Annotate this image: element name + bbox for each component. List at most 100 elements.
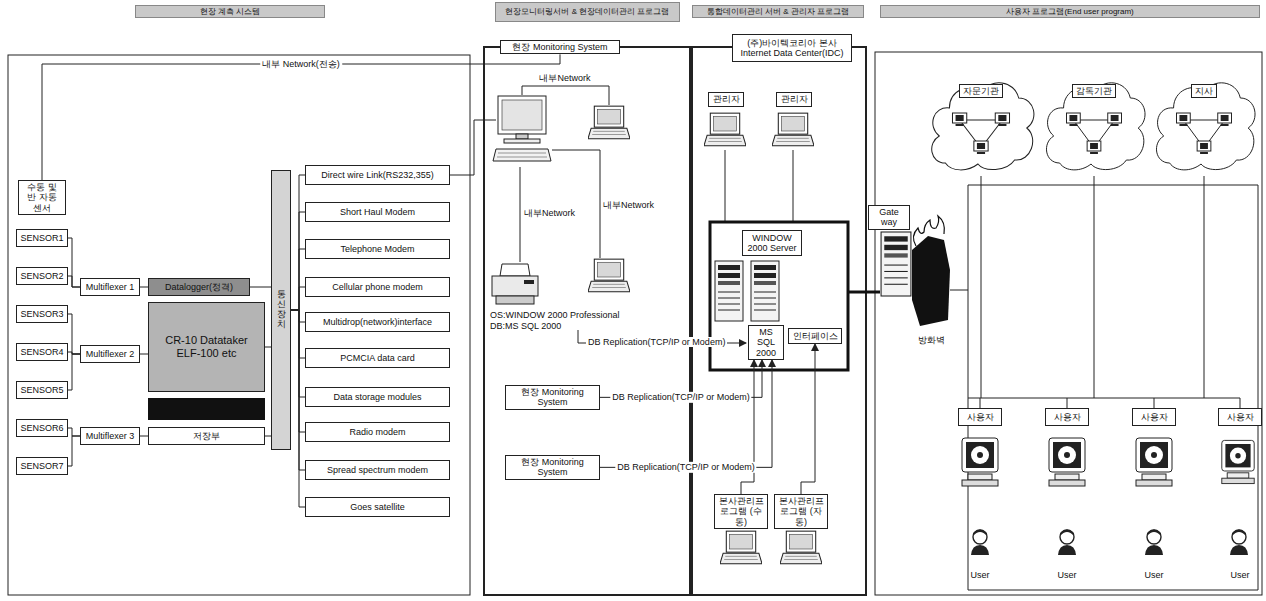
connector: [140, 287, 148, 288]
connector: [68, 276, 80, 287]
multiplexer-box: Multiflexer 2: [80, 345, 140, 363]
comm-box: Short Haul Modem: [305, 202, 450, 222]
node-text: Direct wire Link(RS232,355): [321, 170, 434, 180]
datalogger-box: CR-10 Datataker ELF-100 etc: [148, 302, 265, 392]
node-text: 통합데이터관리 서버 & 관리자 프로그램: [707, 7, 849, 16]
edge-label: DB Replication(TCP/IP or Modem): [615, 462, 756, 472]
node-text: 지사: [1191, 84, 1217, 98]
node-text: WINDOW 2000 Server: [746, 233, 798, 254]
node-text: 사용자: [1227, 412, 1254, 422]
admin-box: 관리자: [708, 92, 744, 107]
sensor-box: SENSOR3: [16, 305, 68, 323]
comm-box: Telephone Modem: [305, 239, 450, 259]
connector: [291, 249, 305, 310]
section-header: 현장 계측 시스템: [135, 5, 325, 18]
node-text: CR-10 Datataker ELF-100 etc: [152, 334, 261, 359]
node-text: 현장 Monitoring System: [509, 387, 596, 408]
text-label: 방화벽: [918, 335, 945, 345]
node-text: 수동 및 반 자동 센서: [22, 182, 62, 213]
text-label: User: [1144, 570, 1163, 580]
network-cloud: 자문기관: [925, 68, 1037, 176]
node-text: SENSOR3: [20, 309, 63, 319]
sensor-box: SENSOR6: [16, 419, 68, 437]
node-text: 본사관리프로그램 (수동): [718, 496, 764, 527]
text-label: User: [1230, 570, 1249, 580]
database-box: MS SQL 2000: [748, 325, 784, 360]
comm-band: 통신장치: [271, 170, 291, 450]
site-header: (주)바이텍코리아 본사 Internet Data Center(IDC): [732, 34, 852, 62]
node-text: Data storage modules: [333, 392, 421, 402]
node-text: Multiflexer 1: [86, 282, 135, 292]
node-text: 관리자: [713, 94, 740, 104]
node-text: MS SQL 2000: [752, 327, 780, 358]
connector: [68, 436, 80, 466]
edge-label: DB Replication(TCP/IP or Modem): [610, 392, 751, 402]
section-header: 사용자 프로그램(End user program): [880, 5, 1260, 18]
text-label: DB Replication(TCP/IP or Modem): [586, 337, 727, 347]
user-box: 사용자: [1218, 408, 1262, 426]
program-box: 본사관리프로그램 (자동): [774, 494, 828, 529]
node-text: 자문기관: [959, 84, 1003, 98]
node-text: (주)바이텍코리아 본사 Internet Data Center(IDC): [736, 38, 848, 59]
server-box: WINDOW 2000 Server: [742, 230, 802, 256]
connector: [291, 310, 305, 397]
connector: [68, 354, 80, 390]
connector: [140, 436, 148, 437]
node-text: Goes satellite: [350, 502, 405, 512]
connector: [250, 287, 271, 288]
sensor-box: SENSOR4: [16, 343, 68, 361]
connector: [42, 54, 560, 180]
text-label: User: [970, 570, 989, 580]
connector: [291, 310, 305, 507]
multiplexer-box: Multiflexer 3: [80, 427, 140, 445]
node-text: Gate way: [872, 207, 906, 228]
connector: [291, 212, 305, 310]
program-box: 본사관리프로그램 (수동): [714, 494, 768, 529]
section-header: 통합데이터관리 서버 & 관리자 프로그램: [692, 5, 864, 18]
comm-box: Spread spectrum modem: [305, 460, 450, 480]
network-cloud: 지사: [1150, 68, 1258, 176]
connector: [291, 310, 305, 322]
text-label: 내부Network: [524, 208, 575, 218]
connector: [68, 428, 80, 436]
interface-box: 인터페이스: [788, 328, 842, 344]
node-text: Multiflexer 2: [86, 349, 135, 359]
connector: [291, 310, 305, 432]
sensor-box: SENSOR1: [16, 229, 68, 247]
node-text: Spread spectrum modem: [327, 465, 428, 475]
connector: [68, 238, 80, 287]
text-label: DB:MS SQL 2000: [490, 321, 561, 331]
node-text: 본사관리프로그램 (자동): [778, 496, 824, 527]
node-text: 사용자: [1054, 412, 1081, 422]
node-text: SENSOR5: [20, 385, 63, 395]
text-label: OS:WINDOW 2000 Professional: [490, 310, 620, 320]
node-text: 관리자: [781, 94, 808, 104]
gateway-box: Gate way: [868, 205, 910, 230]
system-box: 현장 Monitoring System: [500, 40, 620, 54]
admin-box: 관리자: [776, 92, 812, 107]
node-text: 현장 Monitoring System: [512, 42, 607, 52]
connector: [291, 310, 305, 358]
storage-box: 저장부: [148, 427, 265, 445]
node-text: 현장 계측 시스템: [200, 7, 260, 16]
node-text: 사용자 프로그램(End user program): [1006, 7, 1134, 16]
connector: [291, 175, 305, 310]
connector: [291, 310, 305, 470]
node-text: 인터페이스: [793, 331, 838, 341]
connector: [291, 287, 305, 310]
node-text: SENSOR6: [20, 423, 63, 433]
datalogger-box: Datalogger(정격): [148, 278, 250, 296]
comm-box: Direct wire Link(RS232,355): [305, 165, 450, 185]
node-text: 사용자: [1141, 412, 1168, 422]
user-box: 사용자: [958, 408, 1002, 426]
user-box: 사용자: [1045, 408, 1089, 426]
comm-box: Data storage modules: [305, 387, 450, 407]
node-text: SENSOR4: [20, 347, 63, 357]
node-text: PCMCIA data card: [340, 353, 415, 363]
node-text: Cellular phone modem: [332, 282, 423, 292]
multiplexer-box: Multiflexer 1: [80, 278, 140, 296]
text-label: User: [1057, 570, 1076, 580]
connector: [140, 354, 148, 355]
system-box: 현장 Monitoring System: [505, 455, 600, 480]
edge-label: 내부 Network(전송): [260, 59, 342, 69]
